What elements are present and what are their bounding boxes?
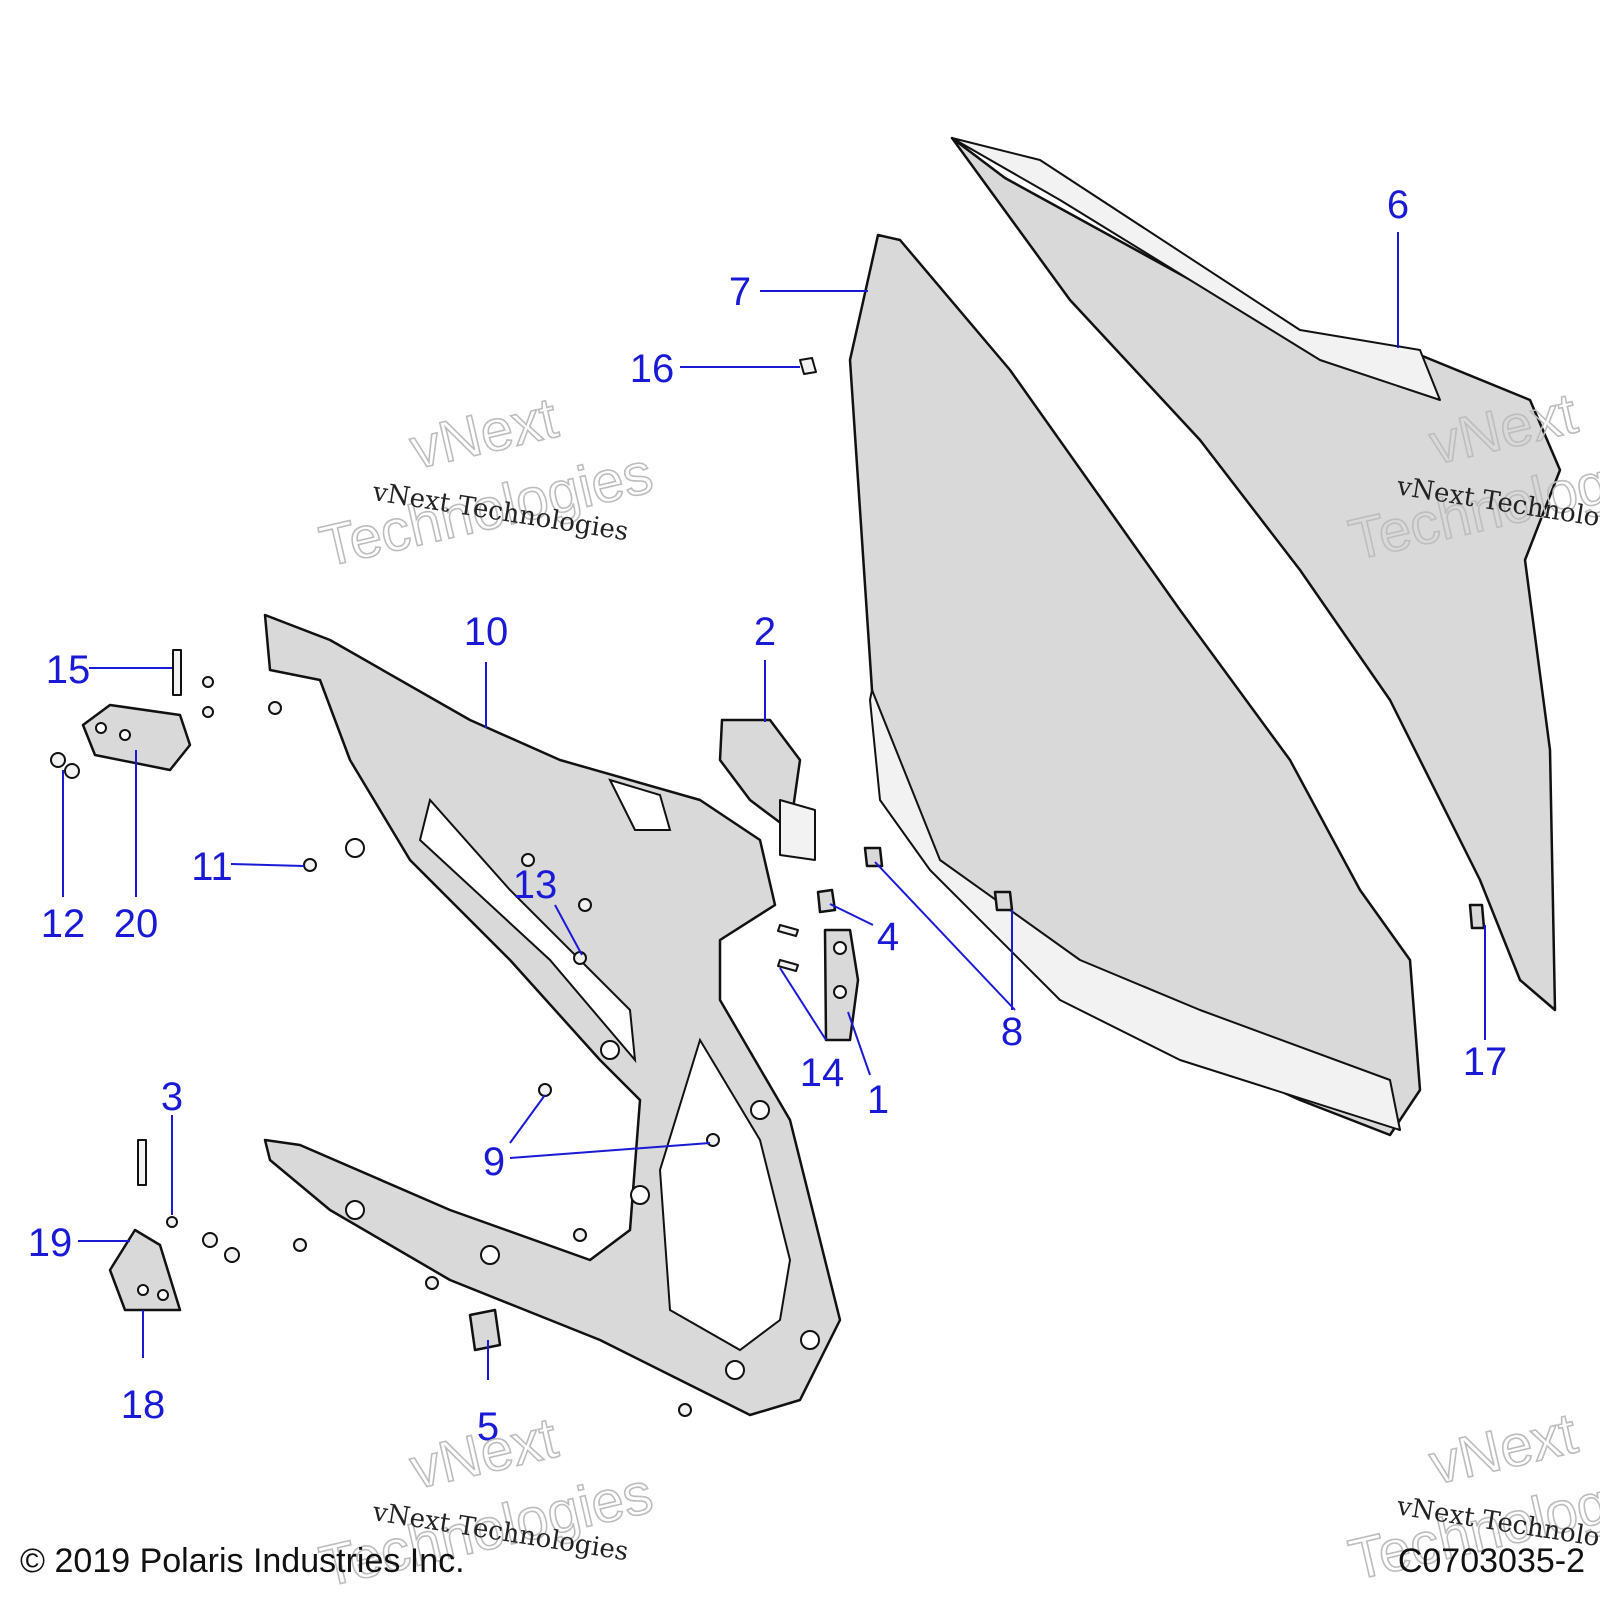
clip-small — [799, 357, 817, 375]
door-outer-panel — [950, 136, 1562, 1012]
callout-4: 4 — [877, 915, 899, 959]
upper-hinge — [81, 703, 192, 772]
callout-12: 12 — [41, 902, 86, 946]
door-inner-panel — [848, 233, 1422, 1137]
rubber-stop — [468, 1308, 502, 1352]
lower-hinge — [108, 1228, 182, 1312]
clip — [1468, 903, 1486, 930]
callout-3: 3 — [161, 1075, 183, 1119]
latch-handle — [718, 718, 816, 861]
upper-hinge-pin — [172, 649, 182, 696]
clip-nuts — [863, 846, 1014, 912]
figure-code: C0703035-2 — [1398, 1542, 1585, 1580]
callout-11: 11 — [191, 845, 233, 889]
copyright-text: © 2019 Polaris Industries Inc. — [20, 1542, 465, 1580]
lower-hinge-pin — [137, 1139, 147, 1186]
callout-9: 9 — [483, 1140, 505, 1184]
latch — [823, 928, 860, 1042]
bumper — [816, 888, 837, 914]
watermark-top-left: vNext Technologies vNext Technologies — [313, 384, 659, 580]
door-frame — [263, 613, 842, 1417]
leader-lines — [62, 232, 1486, 1380]
callout-14: 14 — [800, 1051, 845, 1095]
callout-8: 8 — [1001, 1010, 1023, 1054]
callout-20: 20 — [114, 902, 159, 946]
callout-15: 15 — [46, 648, 91, 692]
callout-labels: 1 2 3 4 5 6 7 8 9 10 11 12 13 14 15 16 1… — [28, 183, 1508, 1449]
callout-1: 1 — [867, 1078, 889, 1122]
callout-7: 7 — [729, 270, 751, 314]
callout-18: 18 — [121, 1383, 166, 1427]
callout-13: 13 — [513, 863, 558, 907]
callout-5: 5 — [477, 1405, 499, 1449]
callout-2: 2 — [754, 610, 776, 654]
callout-19: 19 — [28, 1221, 73, 1265]
screws — [50, 676, 799, 1417]
callout-16: 16 — [630, 347, 675, 391]
callout-10: 10 — [464, 610, 509, 654]
callout-17: 17 — [1463, 1040, 1508, 1084]
callout-6: 6 — [1387, 183, 1409, 227]
